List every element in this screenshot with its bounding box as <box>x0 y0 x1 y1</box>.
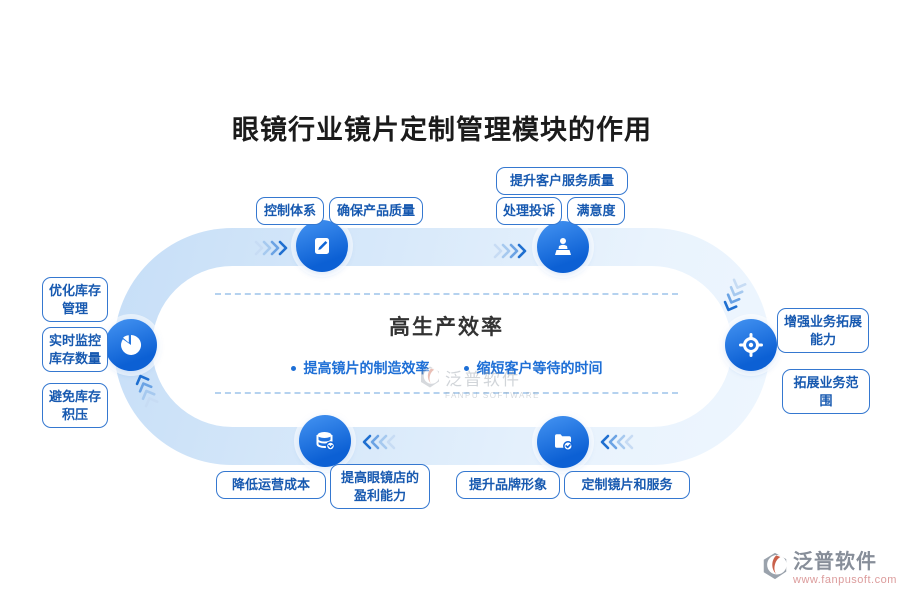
logo-url: www.fanpusoft.com <box>793 574 897 586</box>
tag-ensure-quality: 确保产品质量 <box>329 197 423 225</box>
target-icon <box>738 332 764 358</box>
folder-check-icon <box>550 429 576 455</box>
logo-name: 泛普软件 <box>793 551 877 573</box>
fanpu-logo-icon <box>760 551 790 586</box>
tag-brand-image: 提升品牌形象 <box>456 471 560 499</box>
tag-monitor-inventory: 实时监控库存数量 <box>42 327 108 373</box>
database-icon <box>312 428 338 454</box>
tag-satisfaction: 满意度 <box>567 197 625 225</box>
customer-service-icon <box>550 234 576 260</box>
tag-custom-service: 定制镜片和服务 <box>564 471 690 499</box>
racetrack-ring-inner <box>152 266 732 427</box>
flow-arrow-right-icon <box>253 240 289 256</box>
page-title: 眼镜行业镜片定制管理模块的作用 <box>232 115 652 145</box>
dashed-divider-top <box>215 293 678 295</box>
node-brand <box>537 416 589 468</box>
bullet-item: 提高镜片的制造效率 <box>290 358 430 378</box>
flow-arrow-up-icon <box>132 370 160 409</box>
flow-arrow-down-icon <box>720 276 748 315</box>
tag-reduce-cost: 降低运营成本 <box>216 471 326 499</box>
node-cost <box>299 415 351 467</box>
center-heading: 高生产效率 <box>389 316 504 339</box>
dashed-divider-bottom <box>215 392 678 394</box>
racetrack-ring <box>114 228 770 465</box>
bullet-item: 缩短客户等待的时间 <box>463 358 603 378</box>
edit-icon <box>310 234 334 258</box>
node-quality <box>296 220 348 272</box>
flow-arrow-left-icon <box>361 434 397 450</box>
flow-arrow-left-icon <box>599 434 635 450</box>
tag-optimize-inventory: 优化库存管理 <box>42 277 108 323</box>
tag-avoid-backlog: 避免库存积压 <box>42 383 108 429</box>
node-service <box>537 221 589 273</box>
bullet-text: 提高镜片的制造效率 <box>303 360 430 376</box>
center-bullets: 提高镜片的制造效率 缩短客户等待的时间 <box>215 358 678 378</box>
pie-chart-icon <box>118 332 144 358</box>
node-business <box>725 319 777 371</box>
tag-handle-complaints: 处理投诉 <box>496 197 562 225</box>
bullet-text: 缩短客户等待的时间 <box>476 360 603 376</box>
tag-control-system: 控制体系 <box>256 197 324 225</box>
fanpu-logo: 泛普软件 www.fanpusoft.com <box>760 551 897 586</box>
tag-improve-service: 提升客户服务质量 <box>496 167 628 195</box>
tag-expand-scope: 拓展业务范围 <box>782 369 870 415</box>
bullet-dot-icon <box>290 365 296 371</box>
flow-arrow-right-icon <box>492 243 528 259</box>
tag-enhance-expansion: 增强业务拓展能力 <box>777 308 869 354</box>
bullet-dot-icon <box>463 365 469 371</box>
tag-improve-profit: 提高眼镜店的盈利能力 <box>330 464 430 510</box>
node-inventory <box>105 319 157 371</box>
